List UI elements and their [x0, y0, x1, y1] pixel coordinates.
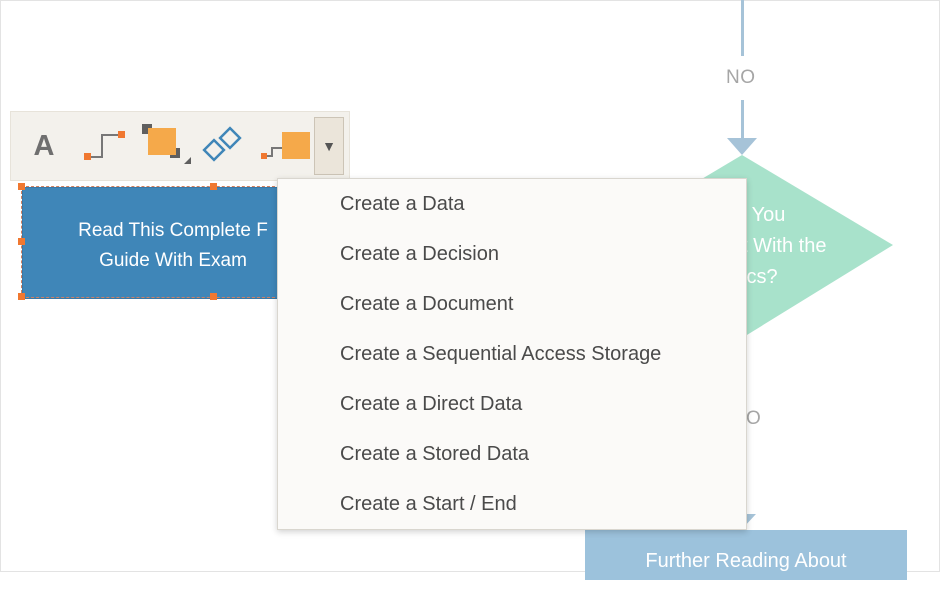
connector-line-middle[interactable] [741, 100, 744, 142]
menu-item-create-sequential-access-storage[interactable]: Create a Sequential Access Storage [340, 343, 662, 365]
arrange-tool-button[interactable] [137, 122, 197, 170]
menu-item-create-document[interactable]: Create a Document [340, 293, 514, 315]
add-shape-tool-button[interactable] [257, 122, 313, 170]
further-reading-shape[interactable]: Further Reading About [585, 530, 907, 580]
link-tool-button[interactable] [201, 122, 247, 170]
connector-tool-button[interactable] [81, 122, 129, 170]
menu-item-create-start-end[interactable]: Create a Start / End [340, 493, 517, 515]
resize-handle-bottom-middle[interactable] [210, 293, 217, 300]
decision-text-line2: t With the [742, 235, 827, 257]
selected-shape-text-line2: Guide With Exam [99, 250, 247, 271]
selected-process-shape[interactable]: Read This Complete F Guide With Exam [22, 187, 284, 299]
no-label-top: NO [726, 67, 756, 88]
add-shape-icon [261, 132, 310, 159]
resize-handle-middle-left[interactable] [18, 238, 25, 245]
dropdown-arrow-icon: ▼ [322, 138, 336, 154]
decision-text-line3: ics? [742, 266, 778, 288]
connector-icon [84, 131, 125, 160]
connector-line-top[interactable] [741, 0, 744, 56]
further-reading-text: Further Reading About [645, 550, 847, 572]
selected-shape-text-line1: Read This Complete F [78, 220, 268, 241]
menu-item-create-direct-data[interactable]: Create a Direct Data [340, 393, 523, 415]
shape-dropdown-button[interactable]: ▼ [314, 117, 344, 175]
selected-shape-text: Read This Complete F Guide With Exam [23, 216, 323, 276]
arrow-head-top [727, 138, 757, 155]
resize-handle-top-middle[interactable] [210, 183, 217, 190]
resize-handle-bottom-left[interactable] [18, 293, 25, 300]
menu-item-create-stored-data[interactable]: Create a Stored Data [340, 443, 529, 465]
resize-handle-top-left[interactable] [18, 183, 25, 190]
link-icon [202, 126, 242, 162]
text-icon: A [33, 129, 55, 162]
menu-item-create-data[interactable]: Create a Data [340, 193, 465, 215]
arrange-icon [142, 124, 191, 164]
shape-toolbar: A ▼ [10, 111, 350, 181]
text-tool-button[interactable]: A [29, 122, 59, 170]
selection-outline [21, 186, 285, 298]
menu-item-create-decision[interactable]: Create a Decision [340, 243, 499, 265]
no-label-bottom: O [746, 408, 762, 429]
create-shape-menu: Create a Data Create a Decision Create a… [277, 178, 747, 530]
decision-text-line1: l You [742, 204, 786, 226]
